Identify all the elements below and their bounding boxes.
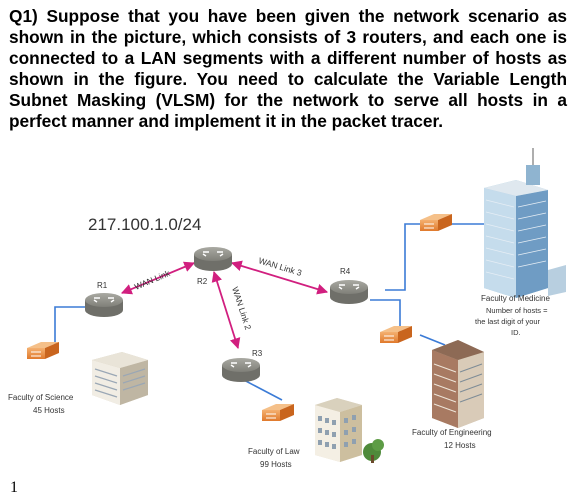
medicine-note-line3: ID. bbox=[511, 328, 521, 337]
wan-label-r2-r4: WAN Link 3 bbox=[257, 255, 303, 278]
router-r4 bbox=[330, 280, 368, 304]
building-engineering bbox=[432, 340, 484, 428]
wan-arrow-r2-r4 bbox=[230, 260, 329, 295]
switch-science bbox=[27, 342, 59, 359]
router-r2 bbox=[194, 247, 232, 271]
switch-engineering bbox=[380, 326, 412, 343]
router-label-r2: R2 bbox=[197, 277, 208, 286]
wan-arrow-r1-r2 bbox=[121, 261, 195, 295]
lan-link-r3-law bbox=[239, 377, 283, 401]
building-law bbox=[315, 398, 384, 463]
law-name: Faculty of Law bbox=[248, 447, 300, 456]
science-hosts: 45 Hosts bbox=[33, 406, 65, 415]
medicine-note-line2: the last digit of your bbox=[475, 317, 541, 326]
lan-link-switch-engineering bbox=[419, 334, 446, 346]
question-text: Q1) Suppose that you have been given the… bbox=[9, 6, 567, 131]
switch-law bbox=[262, 404, 294, 421]
switch-medicine bbox=[420, 214, 452, 231]
building-science bbox=[92, 352, 148, 405]
medicine-name: Faculty of Medicine bbox=[481, 294, 550, 303]
router-label-r1: R1 bbox=[97, 281, 108, 290]
page-number: 1 bbox=[10, 479, 18, 496]
router-label-r3: R3 bbox=[252, 349, 263, 358]
engineering-name: Faculty of Engineering bbox=[412, 428, 492, 437]
lan-link-r4-medicine-switch bbox=[385, 223, 420, 291]
medicine-note-line1: Number of hosts = bbox=[486, 306, 548, 315]
building-medicine bbox=[484, 148, 566, 298]
router-label-r4: R4 bbox=[340, 267, 351, 276]
network-address: 217.100.1.0/24 bbox=[88, 215, 201, 234]
wan-label-r1-r2: WAN Link bbox=[133, 268, 172, 292]
wan-arrow-r2-r3 bbox=[211, 270, 241, 350]
wan-links bbox=[121, 260, 329, 350]
router-r1 bbox=[85, 293, 123, 317]
wan-label-r2-r3: WAN Link 2 bbox=[230, 286, 253, 332]
engineering-hosts: 12 Hosts bbox=[444, 441, 476, 450]
science-name: Faculty of Science bbox=[8, 393, 74, 402]
law-hosts: 99 Hosts bbox=[260, 460, 292, 469]
router-r3 bbox=[222, 358, 260, 382]
